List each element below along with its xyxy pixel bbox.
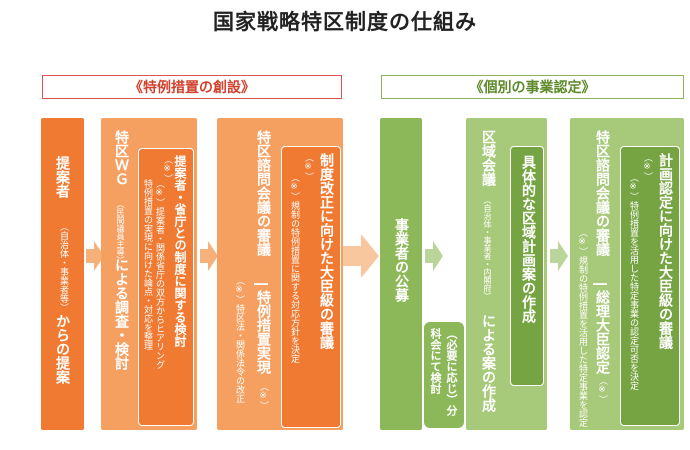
public-offering-label: 事業者の公募 (393, 218, 409, 302)
proposer-tail-label: からの提案 (54, 314, 70, 384)
council-inner-label: 制度改正に向けた大臣級の審議 (318, 153, 334, 349)
area-council-inner-box: 具体的な区域計画案の作成 (510, 146, 544, 386)
wg-inner-note-mark: （※） (162, 155, 172, 183)
council-inner-note-mark: （※） (303, 153, 313, 181)
area-council-sub-label: （自治体・事業者・内閣府） (483, 196, 492, 300)
approval-inner-note: （※）特例措置を活用した特定事業の認定可否を決定 (628, 173, 638, 390)
subcommittee-label: （必要に応じ）分科会にて検討 (429, 328, 458, 416)
arrow-right-icon (425, 241, 443, 271)
council-note: （※）特区法・関係法令の改正 (234, 276, 244, 403)
wg-tail-label: による調査・検討 (113, 258, 129, 370)
approval-note: （※）規制の特例措置を活用した特定事業を認定 (577, 228, 587, 427)
area-council-inner-label: 具体的な区域計画案の作成 (520, 155, 536, 323)
wg-label: 特区ＷＧ (113, 130, 129, 186)
area-council-label: 区域会議 (480, 130, 496, 186)
council-tail-label: 特例措置実現 (255, 290, 271, 374)
page-title: 国家戦略特区制度の仕組み (213, 10, 477, 34)
approval-label: 特区諮問会議の審議 (594, 130, 610, 256)
wg-sub-label: （民間議員主導） (116, 200, 125, 264)
arrow-right-icon (550, 241, 568, 271)
approval-inner-label: 計画認定に向けた大臣級の審議 (657, 153, 673, 349)
approval-inner-box: 計画認定に向けた大臣級の審議 （※） （※）特例措置を活用した特定事業の認定可否… (620, 146, 680, 426)
approval-inner-note-mark: （※） (642, 153, 652, 181)
wg-inner-note-line1: （※）提案者・関係省庁の双方からヒアリング (154, 179, 164, 369)
approval-tail-label: 総理大臣認定 (594, 290, 610, 374)
proposer-sub-label: （自治体・事業者等） (58, 222, 68, 312)
area-council-column: 区域会議 （自治体・事業者・内閣府） による案の作成 具体的な区域計画案の作成 (466, 118, 547, 430)
council-inner-note: （※）規制の特例措置に関する対応方針を決定 (289, 173, 299, 363)
wg-inner-note-line2: 特例措置の実現に向けた論点・対応を整理 (142, 179, 152, 350)
public-offering-column: 事業者の公募 (380, 118, 422, 430)
proposer-column: 提案者 （自治体・事業者等） からの提案 (41, 118, 84, 430)
wg-inner-box: 提案者・省庁との制度に関する検討 （※） （※）提案者・関係省庁の双方からヒアリ… (138, 148, 194, 426)
arrow-right-icon (200, 241, 218, 271)
area-council-tail-label: による案の作成 (480, 314, 496, 412)
subcommittee-box: （必要に応じ）分科会にて検討 (424, 322, 464, 428)
approval-tail-note: （※） (597, 376, 607, 404)
council-dash: ― (253, 276, 269, 292)
council-inner-box: 制度改正に向けた大臣級の審議 （※） （※）規制の特例措置に関する対応方針を決定 (281, 146, 341, 428)
approval-dash: ― (592, 276, 608, 292)
section-label-project-approval: 《個別の事業認定》 (381, 75, 684, 99)
council-column: 特区諮問会議の審議 ― 特例措置実現 （※） （※）特区法・関係法令の改正 制度… (217, 118, 343, 430)
arrow-right-icon (86, 241, 104, 271)
arrow-right-icon (343, 234, 379, 278)
council-tail-note: （※） (258, 382, 268, 410)
approval-column: 特区諮問会議の審議 ― 総理大臣認定 （※） （※）規制の特例措置を活用した特定… (570, 118, 684, 430)
section-label-special-measures: 《特例措置の創設》 (42, 75, 342, 99)
council-label: 特区諮問会議の審議 (255, 130, 271, 256)
wg-inner-label: 提案者・省庁との制度に関する検討 (173, 155, 187, 347)
wg-column: 特区ＷＧ （民間議員主導） による調査・検討 提案者・省庁との制度に関する検討 … (101, 118, 197, 430)
proposer-label: 提案者 (54, 156, 70, 198)
